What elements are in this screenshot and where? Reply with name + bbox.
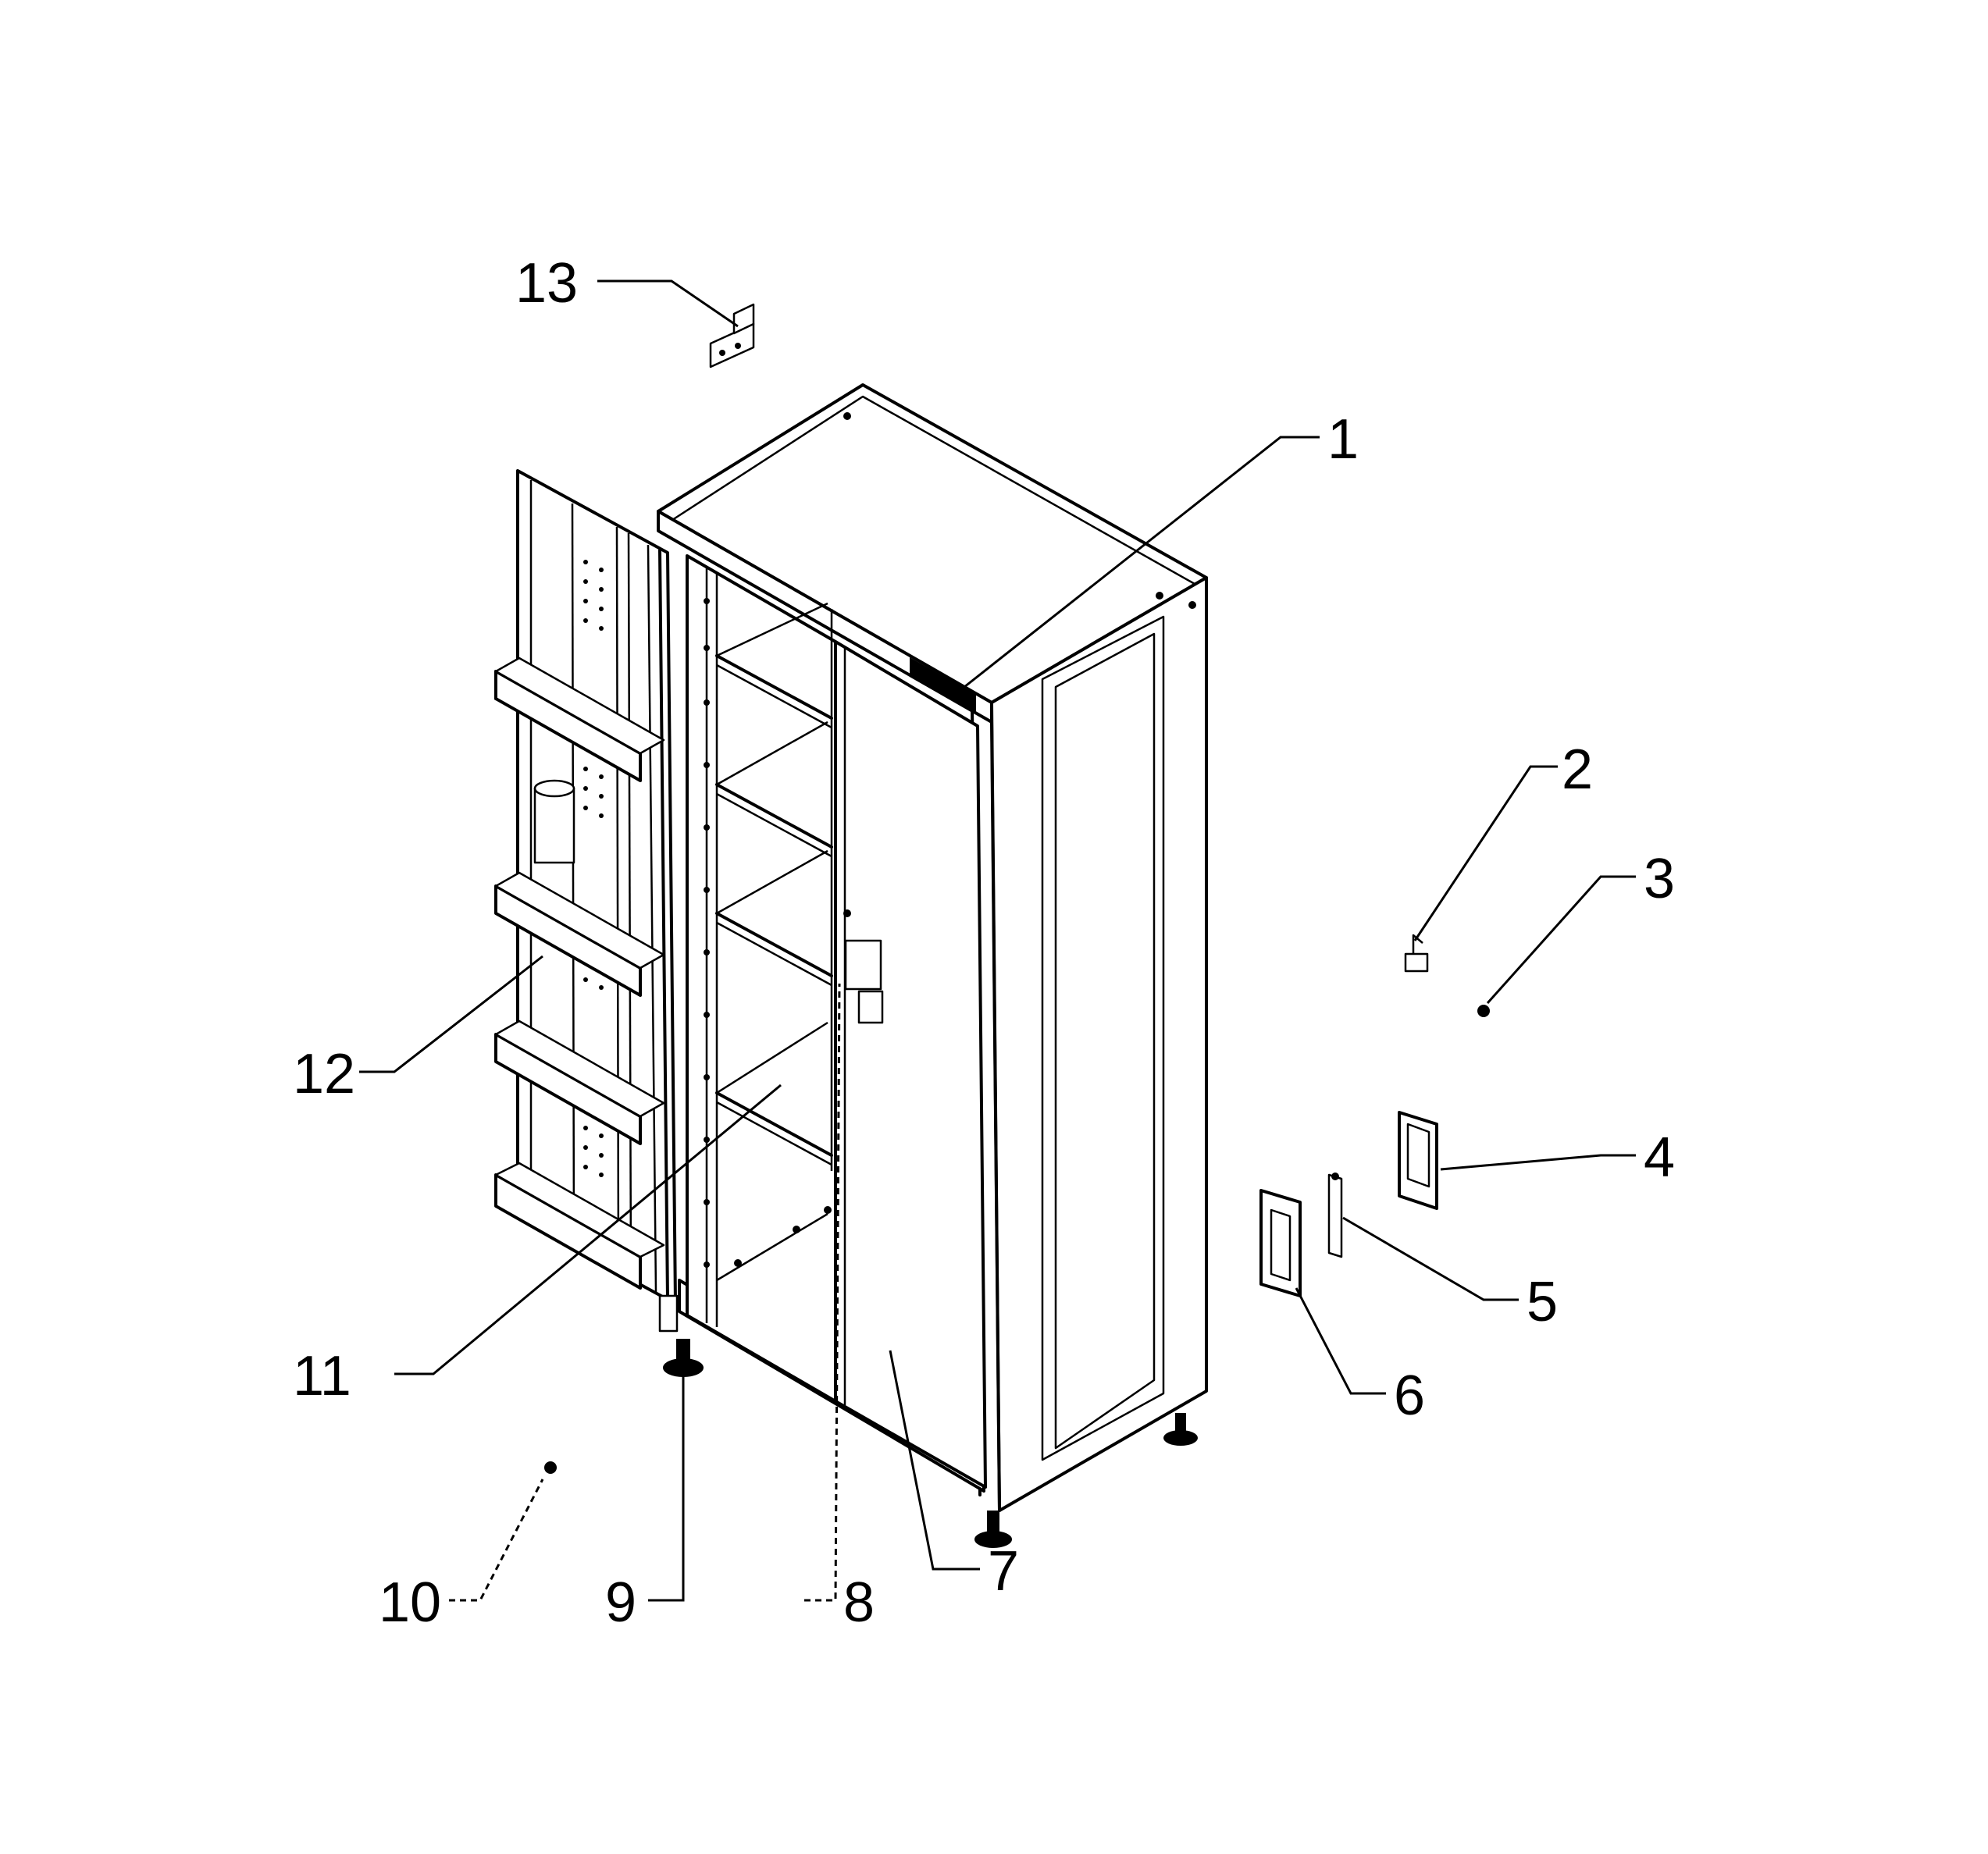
- callout-labels: 13 1 2 3 4 5 6 7 8 9 10 11 12: [293, 252, 1675, 1634]
- vent-grille: [910, 657, 976, 714]
- right-door: [834, 640, 987, 1489]
- strip-plate: [1327, 1173, 1343, 1258]
- callout-4: 4: [1644, 1126, 1675, 1189]
- callout-13: 13: [515, 252, 578, 315]
- callout-6: 6: [1394, 1365, 1425, 1427]
- callout-11: 11: [293, 1345, 351, 1407]
- handle: [1398, 1111, 1438, 1210]
- callout-10: 10: [379, 1571, 441, 1634]
- shelf: [715, 1021, 833, 1166]
- small-screw: [544, 1461, 557, 1474]
- callout-12: 12: [293, 1043, 355, 1105]
- shelf: [715, 602, 833, 729]
- callout-9: 9: [605, 1571, 636, 1634]
- callout-3: 3: [1644, 848, 1675, 910]
- screw: [1477, 1005, 1490, 1017]
- leader-lines: [359, 279, 1636, 1602]
- leveling-foot: [663, 1339, 704, 1377]
- shelf: [715, 721, 833, 858]
- door-bin: [494, 657, 665, 782]
- latch-hook: [1404, 934, 1429, 973]
- callout-2: 2: [1562, 738, 1593, 801]
- callout-8: 8: [843, 1571, 875, 1634]
- door-bin: [494, 871, 665, 997]
- leveling-foot: [1163, 1413, 1198, 1446]
- handle-frame: [1259, 1189, 1302, 1297]
- shelf: [715, 849, 833, 987]
- left-door-with-bins: [494, 469, 677, 1305]
- door-bin: [494, 1020, 665, 1145]
- leveling-foot: [974, 1511, 1012, 1548]
- top-bracket: [709, 303, 755, 368]
- callout-1: 1: [1327, 408, 1359, 471]
- canister: [533, 779, 575, 864]
- callout-7: 7: [988, 1540, 1019, 1603]
- cabinet-interior: [686, 554, 837, 1403]
- door-bin: [494, 1162, 665, 1290]
- callout-5: 5: [1527, 1271, 1558, 1333]
